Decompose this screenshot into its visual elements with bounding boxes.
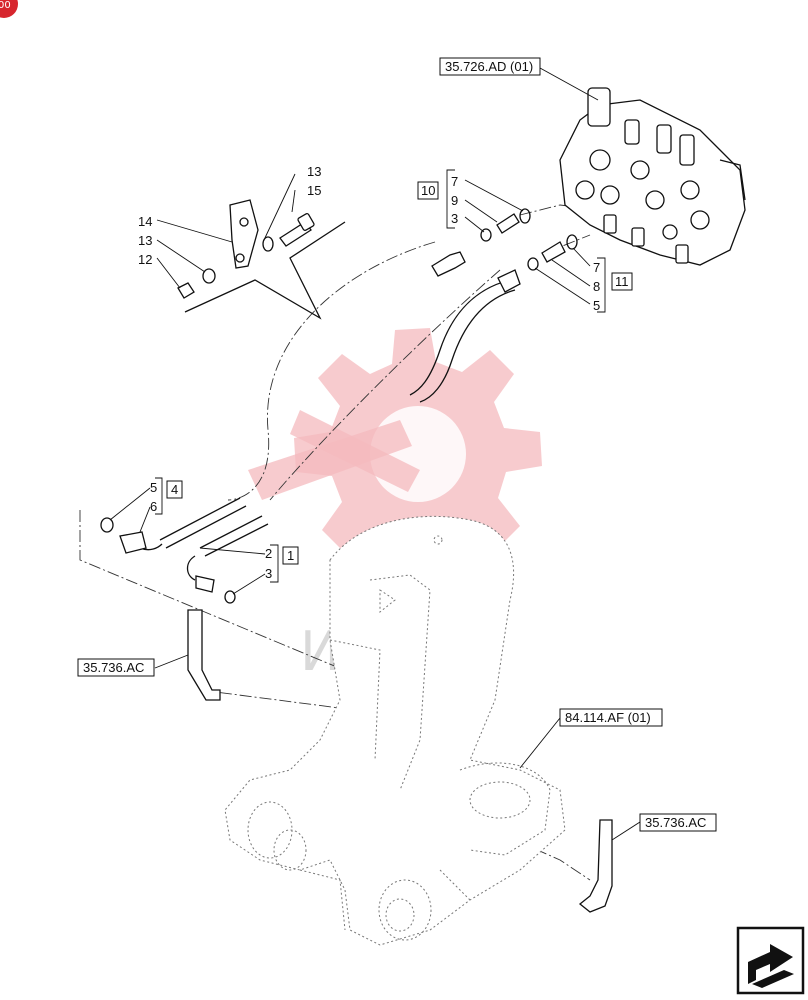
- ref-boom[interactable]: 84.114.AF (01): [559, 708, 663, 727]
- svg-text:10: 10: [421, 183, 435, 198]
- control-valve: [559, 87, 746, 266]
- corner-badge: 00: [0, 0, 18, 18]
- group-box-1: 1: [270, 544, 299, 583]
- watermark-logo: [248, 328, 542, 578]
- fittings-group-11: [527, 234, 578, 271]
- callout-7: 7: [451, 174, 458, 189]
- svg-text:4: 4: [171, 482, 178, 497]
- svg-text:1: 1: [287, 548, 294, 563]
- aux-lines: [187, 609, 613, 913]
- svg-text:35.726.AD (01): 35.726.AD (01): [445, 59, 533, 74]
- callout-3: 3: [265, 566, 272, 581]
- callout-labels: 13 15 14 13 12 7 9 3 7 8 5 5 6 2 3: [138, 164, 600, 581]
- callout-6: 6: [150, 499, 157, 514]
- pipe-group-4: [100, 497, 247, 554]
- next-page-arrow-icon[interactable]: [736, 926, 805, 995]
- callout-15: 15: [307, 183, 321, 198]
- callout-12: 12: [138, 252, 152, 267]
- ref-aux-right[interactable]: 35.736.AC: [639, 813, 717, 832]
- callout-13: 13: [307, 164, 321, 179]
- svg-text:84.114.AF (01): 84.114.AF (01): [565, 710, 651, 725]
- fittings-group-10: [431, 208, 531, 277]
- pipe-group-1: [186, 515, 269, 604]
- hose-main: [409, 269, 521, 403]
- leader-lines: [109, 67, 641, 841]
- group-box-4: 4: [155, 477, 183, 515]
- svg-text:35.736.AC: 35.736.AC: [645, 815, 706, 830]
- mounting-bracket: [177, 199, 346, 320]
- callout-7: 7: [593, 260, 600, 275]
- ref-aux-left[interactable]: 35.736.AC: [77, 658, 155, 677]
- callout-13: 13: [138, 233, 152, 248]
- callout-5: 5: [593, 298, 600, 313]
- callout-8: 8: [593, 279, 600, 294]
- ref-control-valve[interactable]: 35.726.AD (01): [439, 57, 541, 76]
- callout-2: 2: [265, 546, 272, 561]
- group-box-10: 10: [417, 169, 455, 229]
- boom-frame: [224, 515, 566, 946]
- callout-9: 9: [451, 193, 458, 208]
- svg-text:11: 11: [615, 274, 629, 289]
- callout-5: 5: [150, 480, 157, 495]
- callout-3: 3: [451, 211, 458, 226]
- callout-14: 14: [138, 214, 152, 229]
- svg-text:00: 00: [0, 0, 11, 11]
- group-box-11: 11: [597, 257, 633, 313]
- svg-text:35.736.AC: 35.736.AC: [83, 660, 144, 675]
